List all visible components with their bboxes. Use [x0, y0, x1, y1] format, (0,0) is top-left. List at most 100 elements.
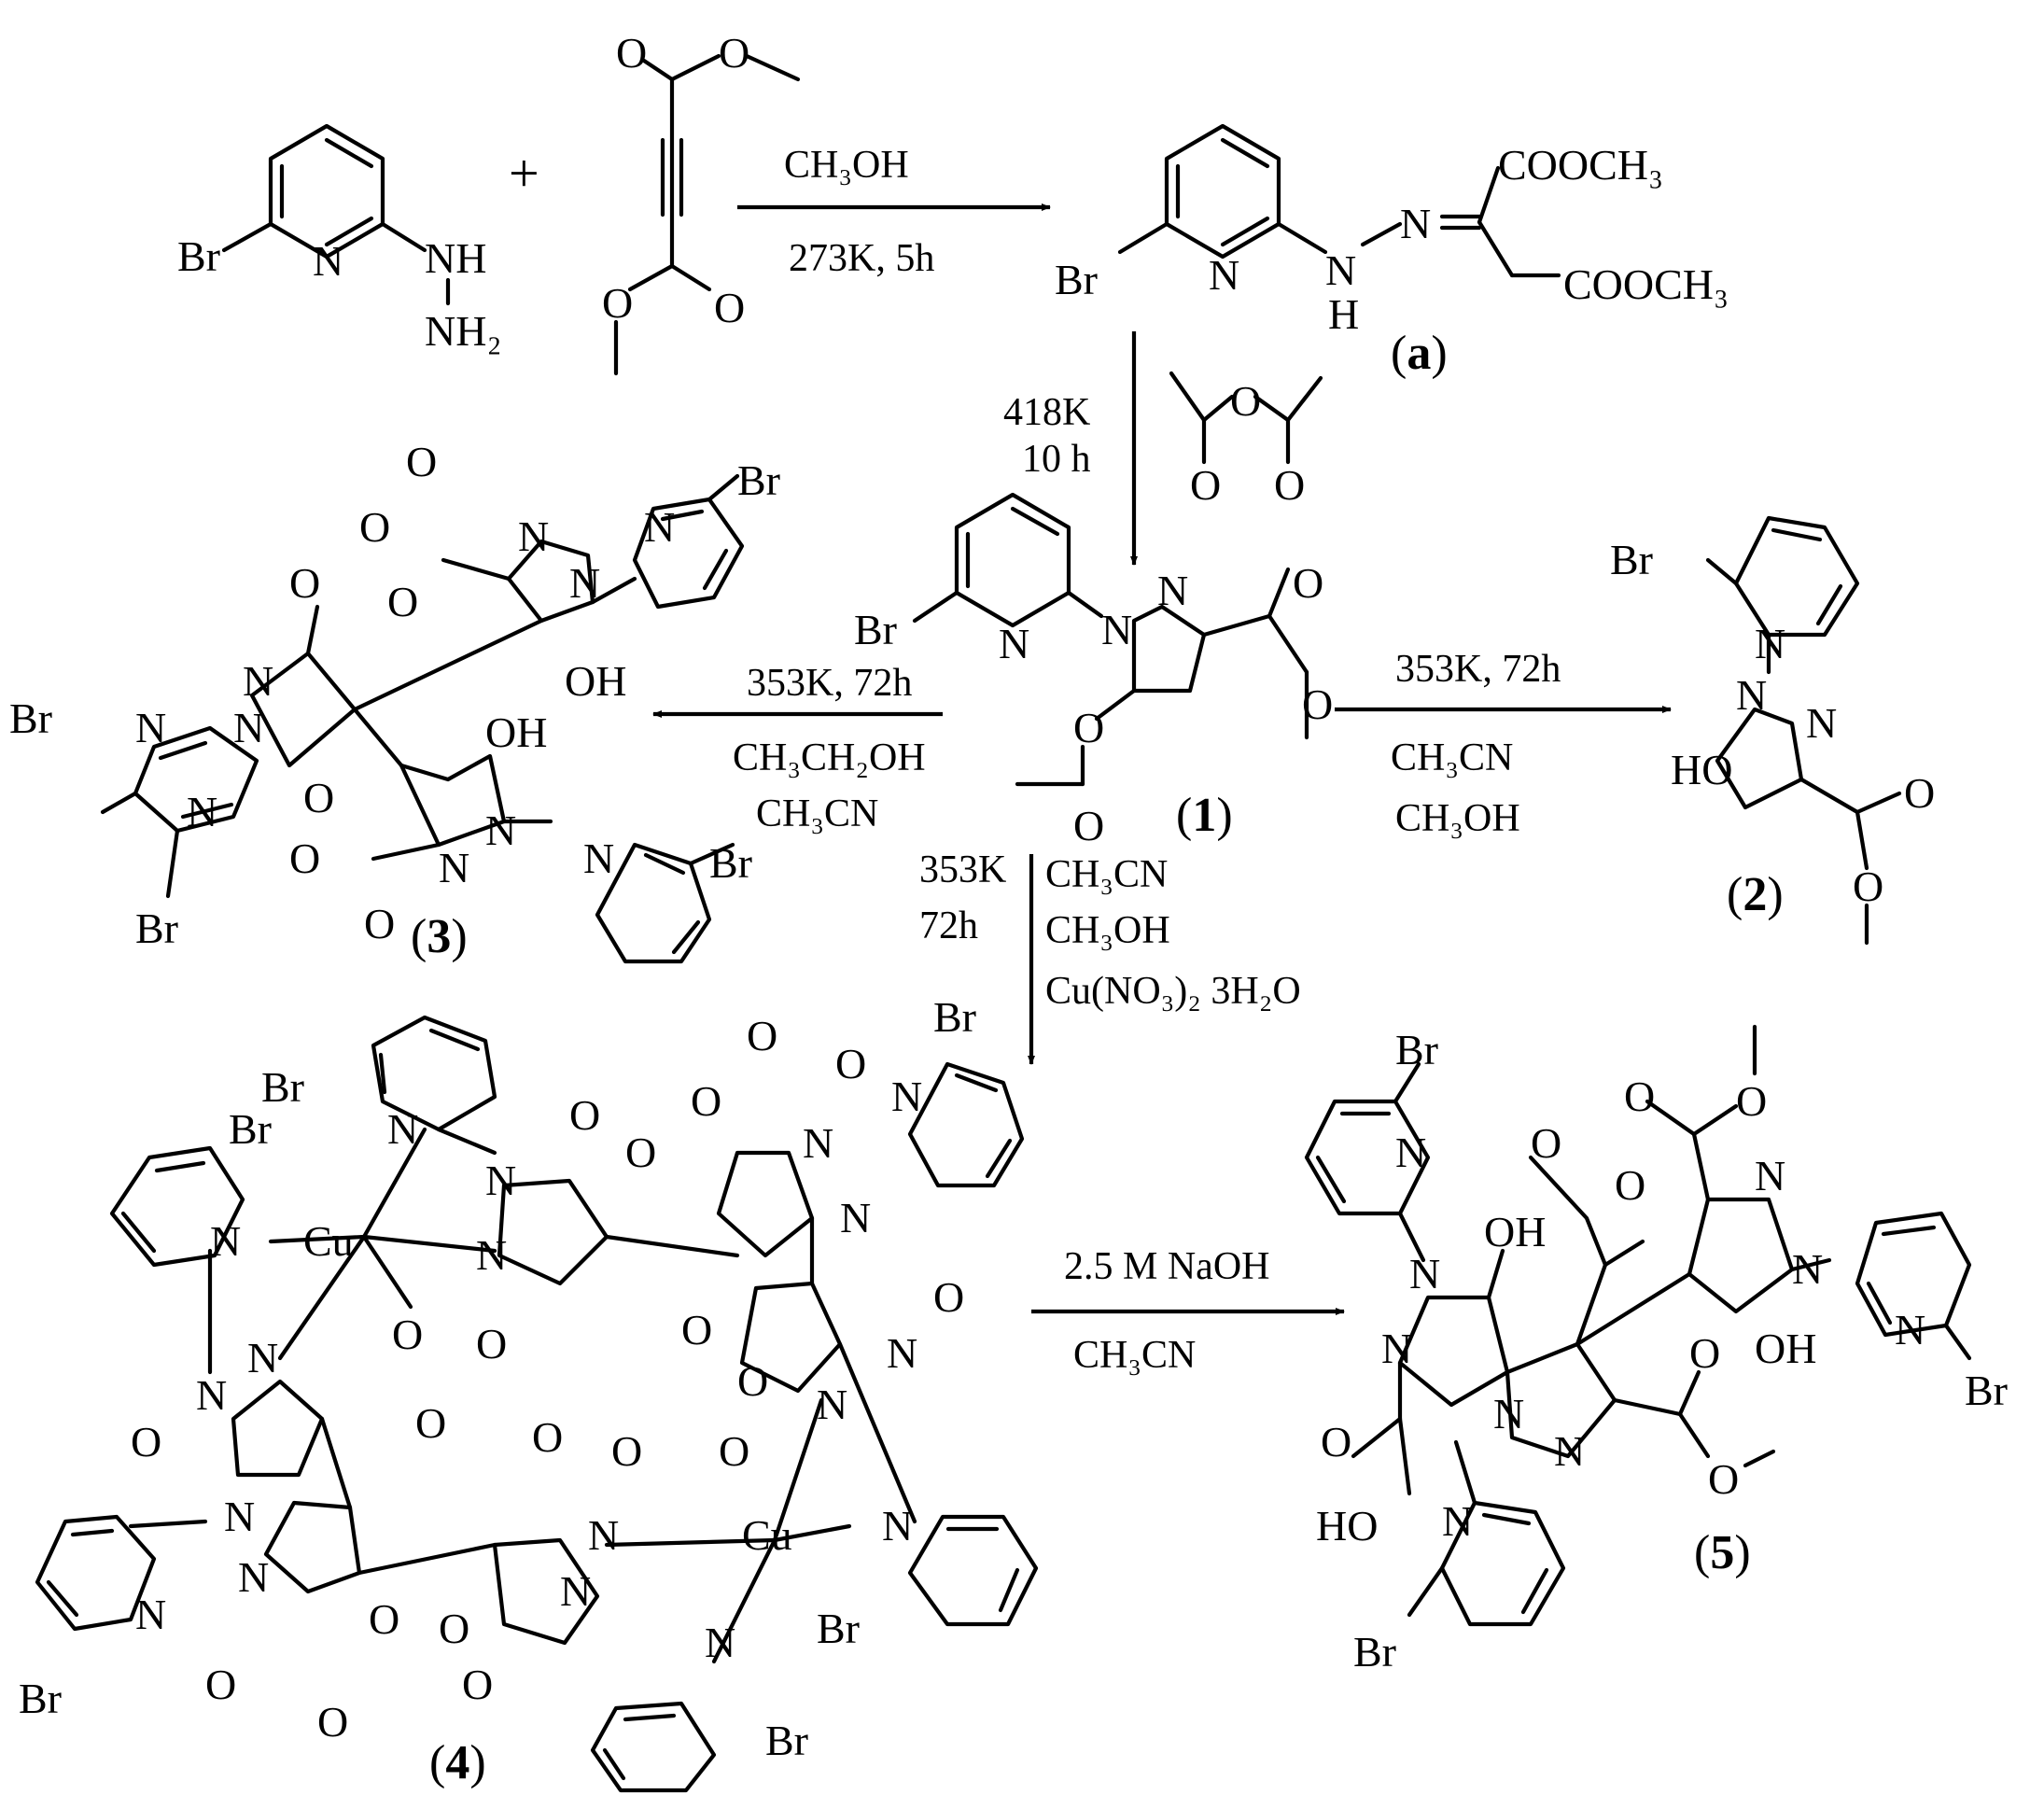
o-atom: O — [1190, 461, 1221, 509]
h-atom: H — [1328, 290, 1359, 338]
o-atom: O — [1708, 1455, 1739, 1503]
o-atom: O — [611, 1427, 642, 1475]
n-atom: N — [518, 512, 549, 560]
n-atom: N — [1381, 1325, 1412, 1372]
o-atom: O — [1736, 1077, 1767, 1125]
o-atom: O — [476, 1320, 507, 1367]
solvent-ch3cn: CH₃CN — [1045, 853, 1168, 896]
n-atom: N — [313, 237, 343, 285]
o-atom: O — [532, 1413, 563, 1461]
n-atom: N — [387, 1105, 418, 1153]
compound-label: (1) — [1176, 789, 1233, 842]
n-atom: N — [999, 620, 1029, 667]
n-atom: N — [210, 1217, 241, 1265]
br-atom: Br — [737, 456, 780, 504]
o-atom: O — [359, 503, 390, 551]
n-atom: N — [1157, 567, 1188, 614]
o-atom: O — [392, 1311, 423, 1358]
solvent-ch3cn: CH₃CN — [1391, 736, 1513, 779]
compound-label: (2) — [1727, 868, 1784, 921]
n-atom: N — [1755, 620, 1785, 667]
compound-a: Br N N N H COOCH₃ COOCH₃ (a) — [1055, 123, 1729, 380]
n-atom: N — [1493, 1390, 1524, 1437]
solvent-ch3oh: CH₃OH — [1045, 909, 1170, 952]
plus-sign: + — [509, 143, 539, 203]
n-atom: N — [196, 1371, 227, 1419]
time-72h: 72h — [919, 905, 978, 947]
temp-418k: 418K — [1003, 391, 1090, 434]
n-atom: N — [485, 806, 516, 854]
compound-label: (4) — [429, 1736, 486, 1789]
hydroxyl-group: OH — [565, 657, 626, 705]
n-atom: N — [187, 788, 217, 835]
o-atom: O — [1274, 461, 1305, 509]
compound-1: Br N N N O O O O (1) — [854, 492, 1333, 849]
solvent-ethanol: CH₃CH₂OH — [733, 736, 926, 779]
acetic-anhydride-reagent: O O O — [1169, 371, 1323, 509]
solvent-ch3oh: CH₃OH — [1395, 797, 1520, 840]
o-atom: O — [714, 284, 745, 331]
compound-label: (5) — [1694, 1526, 1751, 1579]
n-atom: N — [238, 1553, 269, 1601]
o-atom: O — [737, 1357, 768, 1405]
nh-group: NH — [425, 234, 486, 282]
compound-3: Br Br Br Br N N N N N N N N N N OH OH O … — [9, 438, 780, 964]
n-atom: N — [803, 1119, 833, 1167]
o-atom: O — [131, 1418, 161, 1465]
reagent-ch3oh: CH₃OH — [784, 144, 909, 187]
o-atom: O — [303, 774, 334, 821]
o-atom: O — [719, 1427, 749, 1475]
br-atom: Br — [261, 1063, 304, 1111]
o-atom: O — [681, 1306, 712, 1353]
ester-group: COOCH₃ — [1563, 260, 1729, 308]
n-atom: N — [247, 1334, 278, 1381]
n-atom: N — [243, 657, 273, 705]
compound-label: (3) — [411, 910, 468, 963]
br-atom: Br — [135, 905, 178, 952]
o-atom: O — [439, 1605, 469, 1652]
o-atom: O — [1904, 769, 1935, 817]
br-atom: Br — [1965, 1367, 2008, 1414]
n-atom: N — [1736, 671, 1767, 719]
o-atom: O — [415, 1399, 446, 1447]
n-atom: N — [569, 559, 600, 607]
n-atom: N — [588, 1511, 619, 1559]
nh-atom: N — [1325, 246, 1356, 294]
acetylenedicarboxylate-reactant: O O O O — [602, 29, 801, 376]
o-atom: O — [1624, 1073, 1655, 1120]
hydroxyl-group: OH — [1755, 1325, 1816, 1372]
n-atom: N — [476, 1231, 507, 1279]
o-atom: O — [1230, 377, 1261, 425]
conditions-353k: 353K, 72h — [1395, 648, 1561, 691]
n-atom: N — [485, 1157, 516, 1204]
o-atom: O — [317, 1698, 348, 1746]
o-atom: O — [406, 438, 437, 485]
n-atom: N — [439, 844, 469, 891]
br-atom: Br — [854, 606, 897, 653]
conditions-273k: 273K, 5h — [789, 237, 934, 280]
solvent-ch3cn: CH₃CN — [1073, 1334, 1196, 1377]
reagent-naoh: 2.5 M NaOH — [1064, 1245, 1269, 1288]
conditions-353k: 353K, 72h — [747, 662, 912, 705]
br-atom: Br — [177, 232, 220, 280]
o-atom: O — [1073, 802, 1104, 849]
n-atom: N — [224, 1493, 255, 1540]
n-atom: N — [583, 834, 614, 882]
br-atom: Br — [817, 1605, 860, 1652]
hydroxyl-group: OH — [485, 708, 547, 756]
br-atom: Br — [765, 1717, 808, 1764]
o-atom: O — [1321, 1418, 1351, 1465]
n-atom: N — [644, 503, 675, 551]
o-atom: O — [625, 1129, 656, 1176]
br-atom: Br — [709, 839, 752, 887]
o-atom: O — [369, 1595, 399, 1643]
br-atom: Br — [9, 694, 52, 742]
hydrazinopyridine-reactant: Br N NH NH₂ — [177, 123, 501, 355]
n-atom: N — [817, 1381, 847, 1428]
compound-2: Br N N N HO O O (2) — [1610, 515, 1935, 946]
o-atom: O — [1853, 862, 1883, 910]
br-atom: Br — [933, 993, 976, 1041]
compound-5: Br Br Br N N N N N N N N N OH OH HO O O … — [1304, 1024, 2008, 1676]
n-atom: N — [840, 1194, 871, 1241]
